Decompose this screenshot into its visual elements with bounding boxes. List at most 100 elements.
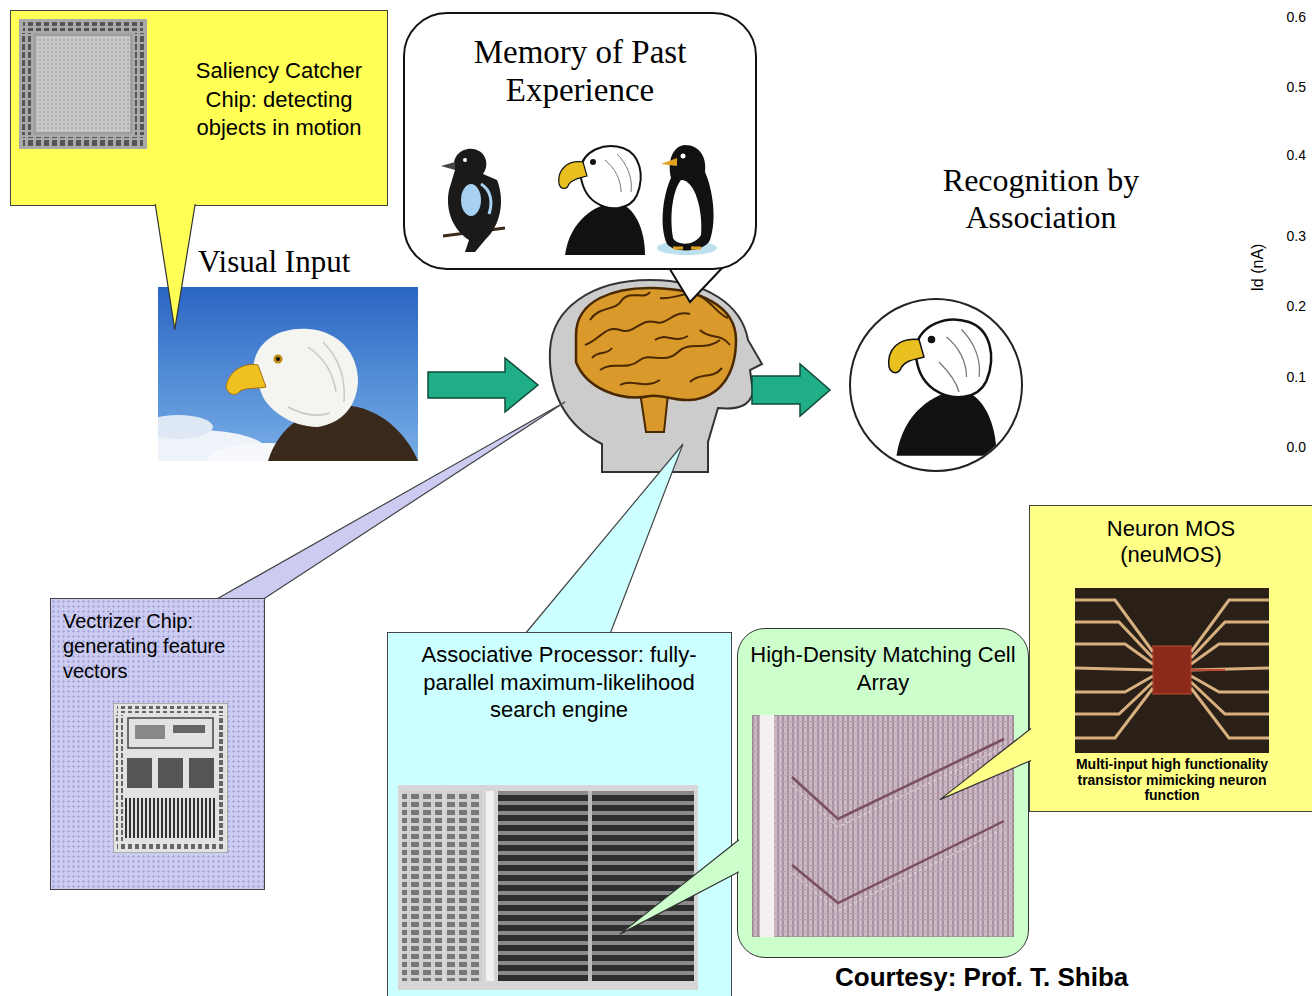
label-slot: 0.1 <box>1278 369 1306 386</box>
chip-photo-part <box>35 35 131 133</box>
eagle-photo-part <box>274 355 283 364</box>
callout-box: Associative Processor: fully-parallel ma… <box>387 632 732 996</box>
image-panel: Visual Input <box>150 243 425 465</box>
text-slot: Saliency Catcher Chip: detecting objects… <box>179 57 379 143</box>
penguin-figure <box>657 145 717 255</box>
eagle-figure-part <box>928 336 936 344</box>
result-circle: Recognition by Association <box>848 162 1188 474</box>
callout-box: High-Density Matching Cell Array <box>737 628 1029 958</box>
brain-folds-part <box>620 380 660 385</box>
chip-photo-part <box>173 725 205 733</box>
text-slot: Multi-input high functionality transisto… <box>1066 757 1278 804</box>
brain-folds-part <box>700 330 730 345</box>
bird-figure <box>441 149 505 252</box>
callout-tail <box>620 840 739 934</box>
cell-array-photo-part <box>792 739 1004 819</box>
brain <box>576 288 736 432</box>
chip-photo-part <box>113 703 228 853</box>
transistor-photo-part <box>1075 588 1269 753</box>
text-slot: Recognition by Association <box>896 162 1186 236</box>
brain-folds-part <box>585 313 690 345</box>
text-slot: Vectrizer Chip: generating feature vecto… <box>63 609 257 684</box>
bird-figure-part <box>463 158 467 162</box>
brain-part <box>576 288 736 400</box>
node-label: High-Density Matching Cell Array <box>750 641 1016 696</box>
chip-photo-part <box>588 791 592 981</box>
transistor-photo-part <box>1191 669 1225 671</box>
cell-array-photo-part <box>792 747 1004 911</box>
callout-pointer <box>215 402 683 634</box>
bird-pictures <box>405 136 759 256</box>
node-label: Recognition by Association <box>896 162 1186 236</box>
chip-photo-part <box>486 791 494 981</box>
eagle-figure <box>559 146 645 255</box>
chip-photo-part <box>23 137 143 146</box>
eagle-figure-part <box>939 330 979 393</box>
axis-title: Id (nA) <box>1248 223 1267 313</box>
penguin-figure-part <box>671 180 701 244</box>
node-label: Neuron MOS (neuMOS) <box>1076 516 1266 569</box>
chip-photo-part <box>398 785 698 990</box>
flow-arrow-part <box>752 364 830 416</box>
text-slot: High-Density Matching Cell Array <box>750 641 1016 696</box>
eagle-figure-part <box>915 320 991 398</box>
chip-photo-part <box>402 791 442 981</box>
eagle-figure-part <box>580 146 641 208</box>
eagle-photo-part <box>288 342 344 415</box>
label-slot: 0.2 <box>1278 298 1306 315</box>
transistor-photo-part <box>1191 600 1269 738</box>
text-slot: Associative Processor: fully-parallel ma… <box>396 641 722 724</box>
text-slot: Visual Input <box>198 243 420 280</box>
head-silhouette-part <box>550 280 762 472</box>
cell-array-photo-part <box>760 715 774 937</box>
node-label: Visual Input <box>198 243 420 280</box>
result-circle-outline-part <box>889 320 997 456</box>
cell-array-photo <box>752 715 1014 937</box>
eagle-photo-part <box>158 415 213 439</box>
callout-box: Saliency Catcher Chip: detecting objects… <box>10 10 388 206</box>
axis-tick-label: 0.1 <box>1278 369 1306 386</box>
transistor-photo-part <box>1075 600 1153 738</box>
chip-photo-part <box>498 791 694 981</box>
text-slot: Neuron MOS (neuMOS) <box>1076 516 1266 569</box>
label-slot: 0.3 <box>1278 228 1306 245</box>
chip-photo-part <box>189 758 214 788</box>
brain-folds-part <box>592 348 612 358</box>
cell-array-photo-part <box>792 821 1004 903</box>
node-note: Multi-input high functionality transisto… <box>1066 757 1278 804</box>
text-slot: Memory of Past Experience <box>417 34 743 110</box>
chip-photo-part <box>19 19 147 149</box>
chip-photo-part <box>135 725 165 739</box>
chip-photo-part <box>23 22 143 31</box>
transistor-photo-part <box>1153 646 1191 694</box>
chip-photo-part <box>117 843 224 850</box>
eagle-figure-part <box>559 162 587 189</box>
eagle-figure-part <box>897 390 997 456</box>
brain-folds-part <box>690 368 722 382</box>
penguin-figure-part <box>681 154 686 159</box>
label-slot: Id (nA) <box>1213 258 1303 277</box>
thought-bubble: Memory of Past Experience <box>403 12 757 270</box>
result-circle-outline-part <box>850 299 1022 471</box>
chip-photo <box>398 785 698 990</box>
label-slot: 0.0 <box>1278 439 1306 456</box>
axis-tick-label: 0.4 <box>1278 147 1306 164</box>
chip-photo-part <box>127 758 152 788</box>
label-slot: 0.5 <box>1278 79 1306 96</box>
label-slot: 0.6 <box>1278 9 1306 26</box>
axis-tick-label: 0.6 <box>1278 9 1306 26</box>
node-label: Saliency Catcher Chip: detecting objects… <box>179 57 379 143</box>
chip-photo-part <box>135 33 144 135</box>
axis-tick-label: 0.2 <box>1278 298 1306 315</box>
axis-tick-label: 0.3 <box>1278 228 1306 245</box>
eagle-photo <box>158 287 418 461</box>
cell-array-photo-part <box>752 715 1014 937</box>
flow-arrow-part <box>428 358 538 412</box>
brain-folds-part <box>590 292 650 320</box>
chip-photo-part <box>22 33 31 135</box>
chip-photo-part <box>158 758 183 788</box>
eagle-photo-part <box>276 357 280 361</box>
callout-tail <box>155 204 195 330</box>
